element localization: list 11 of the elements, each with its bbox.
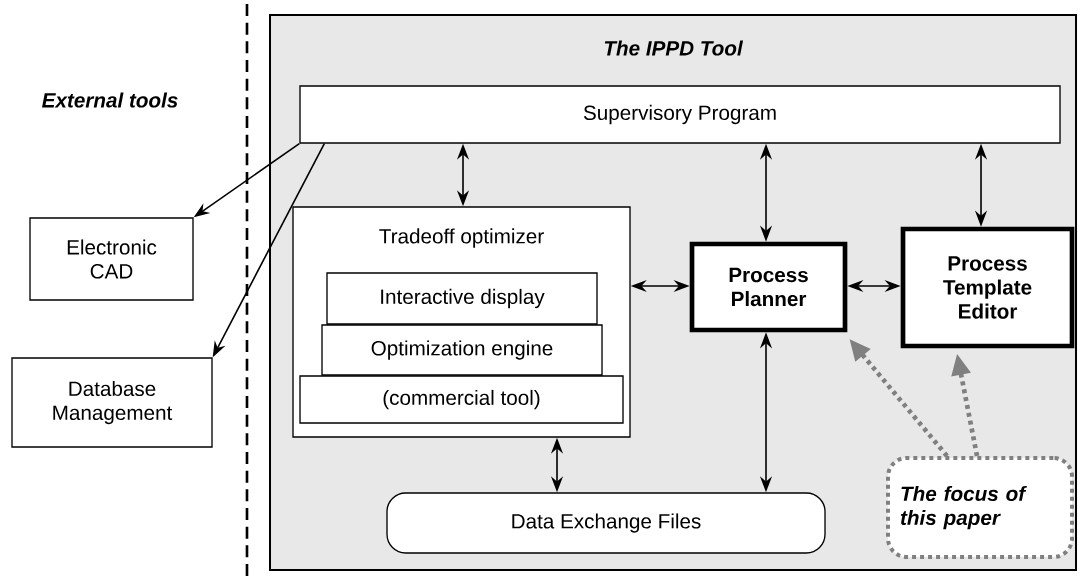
file-box: Data Exchange Files — [386, 492, 826, 554]
layer-box: (commercial tool) — [299, 375, 624, 424]
layer-box: Interactive display — [326, 272, 598, 325]
process-box: Supervisory Program — [299, 85, 1061, 144]
layer-box: Optimization engine — [321, 324, 603, 376]
process-box: Process Planner — [689, 241, 848, 333]
section-label: External tools — [42, 92, 178, 108]
callout-box: The focus of this paper — [886, 456, 1074, 559]
process-box: Process Template Editor — [900, 226, 1075, 349]
tool-box: Electronic CAD — [29, 217, 194, 301]
tool-box: Database Management — [11, 357, 213, 448]
